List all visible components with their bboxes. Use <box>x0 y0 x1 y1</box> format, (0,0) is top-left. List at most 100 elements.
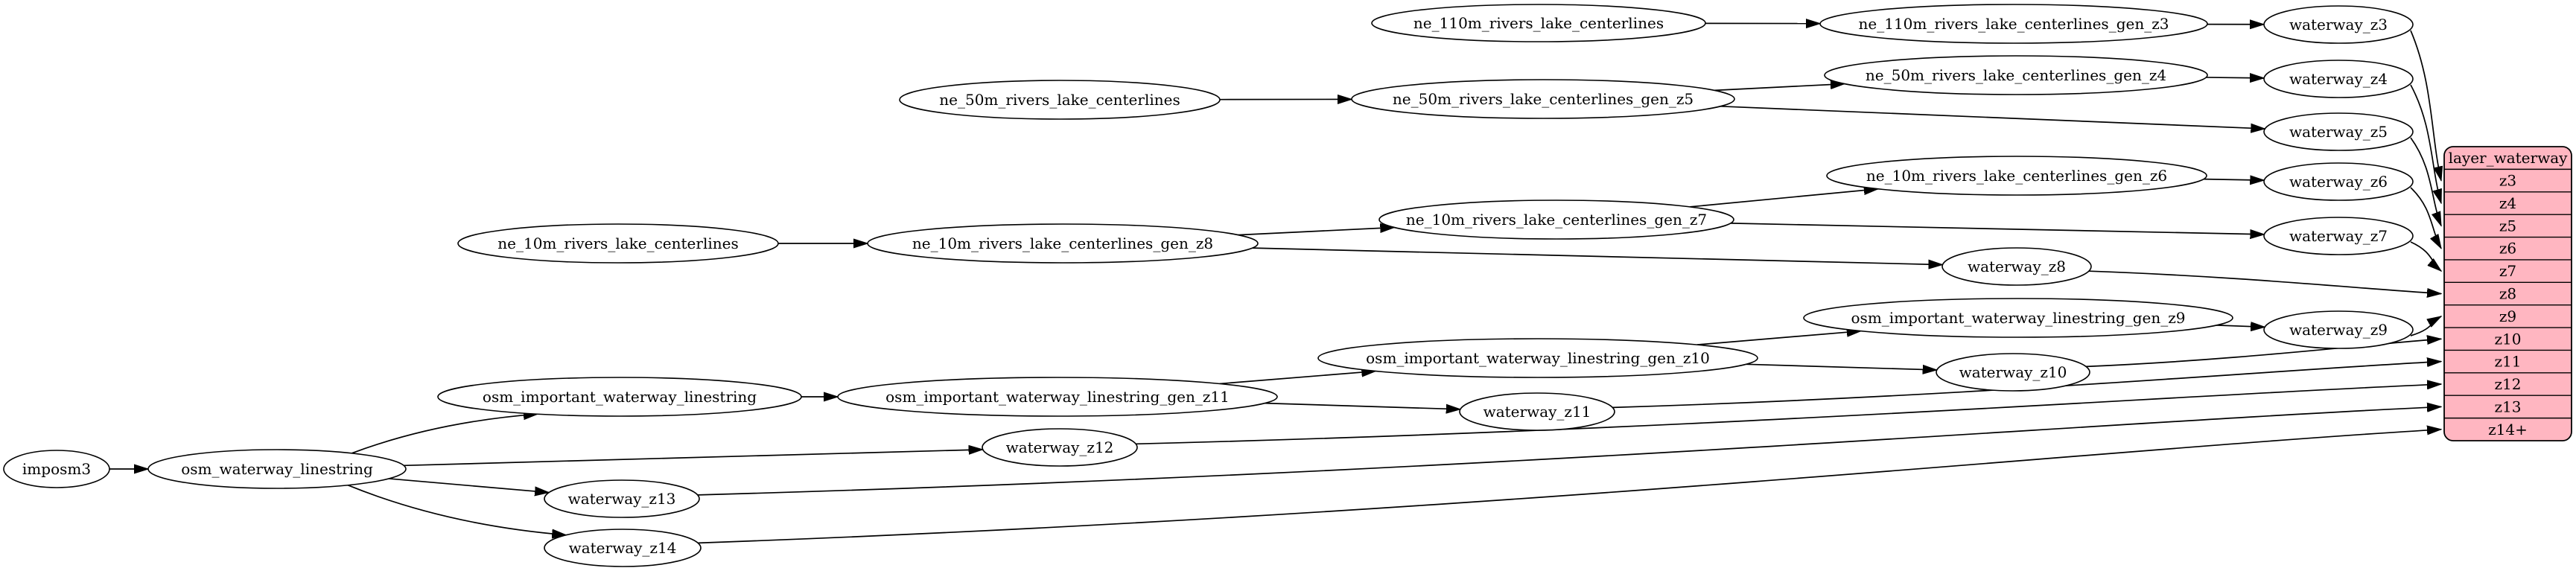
node-ellipse <box>1941 247 2092 286</box>
edge-osm_important_waterway_linestring_gen_z11-to-osm_important_waterway_linestring_gen_z10 <box>1219 371 1376 385</box>
edge-osm_waterway_linestring-to-waterway_z14 <box>347 484 566 535</box>
node-label: waterway_z4 <box>2289 70 2388 88</box>
node-ellipse <box>867 223 1259 264</box>
node-label: waterway_z12 <box>1006 438 1114 456</box>
node-ellipse <box>1371 4 1706 42</box>
edge-ne_10m_rivers_lake_centerlines_gen_z7-to-waterway_z7 <box>1730 223 2265 234</box>
edge-osm_waterway_linestring-to-waterway_z13 <box>388 478 549 493</box>
edge-osm_waterway_linestring-to-osm_important_waterway_linestring <box>352 414 538 454</box>
node-label: waterway_z6 <box>2289 173 2388 191</box>
edge-waterway_z12-to-table-row-z12 <box>1136 384 2441 445</box>
table-layer_waterway: layer_waterwayz3z4z5z6z7z8z9z10z11z12z13… <box>2443 146 2572 441</box>
node-label: waterway_z10 <box>1959 363 2067 381</box>
table-row-z13: z13 <box>2495 398 2522 415</box>
node-osm_important_waterway_linestring: osm_important_waterway_linestring <box>437 377 802 417</box>
node-label: waterway_z5 <box>2289 123 2388 141</box>
node-ellipse <box>899 80 1221 120</box>
node-label: osm_waterway_linestring <box>181 460 373 478</box>
edge-waterway_z10-to-table-row-z10 <box>2086 339 2441 368</box>
node-label: waterway_z3 <box>2289 16 2388 33</box>
table-row-z6: z6 <box>2499 240 2516 258</box>
node-ne_10m_rivers_lake_centerlines_gen_z6: ne_10m_rivers_lake_centerlines_gen_z6 <box>1826 156 2207 196</box>
nodes-layer: imposm3 osm_waterway_linestring osm_import… <box>3 4 2572 567</box>
node-label: waterway_z11 <box>1483 403 1591 421</box>
node-waterway_z10: waterway_z10 <box>1936 353 2090 392</box>
node-ne_10m_rivers_lake_centerlines_gen_z8: ne_10m_rivers_lake_centerlines_gen_z8 <box>867 223 1259 264</box>
node-ellipse <box>544 529 702 567</box>
node-osm_important_waterway_linestring_gen_z9: osm_important_waterway_linestring_gen_z9 <box>1803 298 2233 338</box>
node-ne_110m_rivers_lake_centerlines_gen_z3: ne_110m_rivers_lake_centerlines_gen_z3 <box>1819 4 2208 44</box>
node-label: ne_10m_rivers_lake_centerlines_gen_z7 <box>1406 211 1707 229</box>
node-waterway_z13: waterway_z13 <box>544 479 700 518</box>
node-label: ne_50m_rivers_lake_centerlines <box>939 91 1180 109</box>
table-row-z11: z11 <box>2495 353 2522 371</box>
node-osm_important_waterway_linestring_gen_z11: osm_important_waterway_linestring_gen_z1… <box>837 377 1278 417</box>
table-row-z12: z12 <box>2495 375 2522 393</box>
node-label: ne_10m_rivers_lake_centerlines_gen_z8 <box>912 234 1213 252</box>
edge-ne_50m_rivers_lake_centerlines_gen_z5-to-ne_50m_rivers_lake_centerlines_gen_z4 <box>1714 84 1845 92</box>
node-ellipse <box>1317 338 1758 378</box>
edge-waterway_z6-to-table-row-z6 <box>2410 187 2441 249</box>
node-label: waterway_z8 <box>1968 258 2066 275</box>
node-ellipse <box>1824 55 2208 95</box>
node-ellipse <box>982 428 1138 467</box>
node-ne_50m_rivers_lake_centerlines: ne_50m_rivers_lake_centerlines <box>899 80 1221 120</box>
node-label: osm_important_waterway_linestring_gen_z1… <box>1366 349 1710 367</box>
node-waterway_z12: waterway_z12 <box>982 428 1138 467</box>
edge-waterway_z9-to-table-row-z9 <box>2410 316 2441 336</box>
node-ellipse <box>1459 392 1615 431</box>
node-waterway_z7: waterway_z7 <box>2263 217 2414 255</box>
edge-waterway_z3-to-table-row-z3 <box>2410 30 2441 181</box>
edge-waterway_z14-to-table-row-z14+ <box>698 430 2441 544</box>
table-row-z7: z7 <box>2499 262 2516 280</box>
node-label: ne_50m_rivers_lake_centerlines_gen_z5 <box>1393 90 1694 108</box>
node-ellipse <box>2263 112 2414 151</box>
node-ellipse <box>2263 310 2414 349</box>
node-ellipse <box>837 377 1278 417</box>
table-title: layer_waterway <box>2449 149 2569 167</box>
node-label: imposm3 <box>22 460 91 478</box>
node-ellipse <box>3 450 110 488</box>
table-row-z5: z5 <box>2499 217 2516 234</box>
node-label: waterway_z7 <box>2289 227 2388 245</box>
node-waterway_z5: waterway_z5 <box>2263 112 2414 151</box>
edge-osm_important_waterway_linestring_gen_z10-to-waterway_z10 <box>1746 363 1936 370</box>
node-label: ne_110m_rivers_lake_centerlines <box>1413 14 1664 32</box>
node-osm_important_waterway_linestring_gen_z10: osm_important_waterway_linestring_gen_z1… <box>1317 338 1758 378</box>
node-label: waterway_z14 <box>569 539 677 557</box>
node-ellipse <box>2263 217 2414 255</box>
node-ellipse <box>544 479 700 518</box>
edge-ne_10m_rivers_lake_centerlines_gen_z7-to-ne_10m_rivers_lake_centerlines_gen_z6 <box>1690 189 1878 208</box>
node-label: waterway_z13 <box>568 490 676 508</box>
node-ellipse <box>1378 200 1734 240</box>
node-ellipse <box>2263 60 2414 98</box>
edge-ne_50m_rivers_lake_centerlines_gen_z5-to-waterway_z5 <box>1720 105 2265 129</box>
node-label: ne_10m_rivers_lake_centerlines_gen_z6 <box>1866 167 2167 185</box>
edges-layer <box>109 23 2441 544</box>
table-row-z8: z8 <box>2499 285 2516 303</box>
node-ellipse <box>1936 353 2090 392</box>
node-waterway_z8: waterway_z8 <box>1941 247 2092 286</box>
node-label: ne_10m_rivers_lake_centerlines <box>497 234 738 252</box>
node-ellipse <box>437 377 802 417</box>
table-row-z4: z4 <box>2499 194 2516 212</box>
edge-waterway_z8-to-table-row-z8 <box>2088 270 2441 293</box>
node-ne_110m_rivers_lake_centerlines: ne_110m_rivers_lake_centerlines <box>1371 4 1706 42</box>
node-waterway_z11: waterway_z11 <box>1459 392 1615 431</box>
edge-ne_50m_rivers_lake_centerlines_gen_z4-to-waterway_z4 <box>2206 77 2264 78</box>
node-ne_10m_rivers_lake_centerlines_gen_z7: ne_10m_rivers_lake_centerlines_gen_z7 <box>1378 200 1734 240</box>
edge-osm_important_waterway_linestring_gen_z9-to-waterway_z9 <box>2216 325 2265 327</box>
node-ellipse <box>1819 4 2208 44</box>
node-imposm3: imposm3 <box>3 450 110 488</box>
node-waterway_z3: waterway_z3 <box>2263 5 2414 44</box>
node-ellipse <box>457 223 779 264</box>
node-ellipse <box>1826 156 2207 196</box>
node-waterway_z4: waterway_z4 <box>2263 60 2414 98</box>
node-waterway_z9: waterway_z9 <box>2263 310 2414 349</box>
node-label: ne_50m_rivers_lake_centerlines_gen_z4 <box>1866 66 2166 84</box>
edge-waterway_z4-to-table-row-z4 <box>2410 84 2441 203</box>
edge-osm_waterway_linestring-to-waterway_z12 <box>404 450 983 467</box>
table-row-z9: z9 <box>2499 307 2516 325</box>
node-label: waterway_z9 <box>2289 321 2388 339</box>
